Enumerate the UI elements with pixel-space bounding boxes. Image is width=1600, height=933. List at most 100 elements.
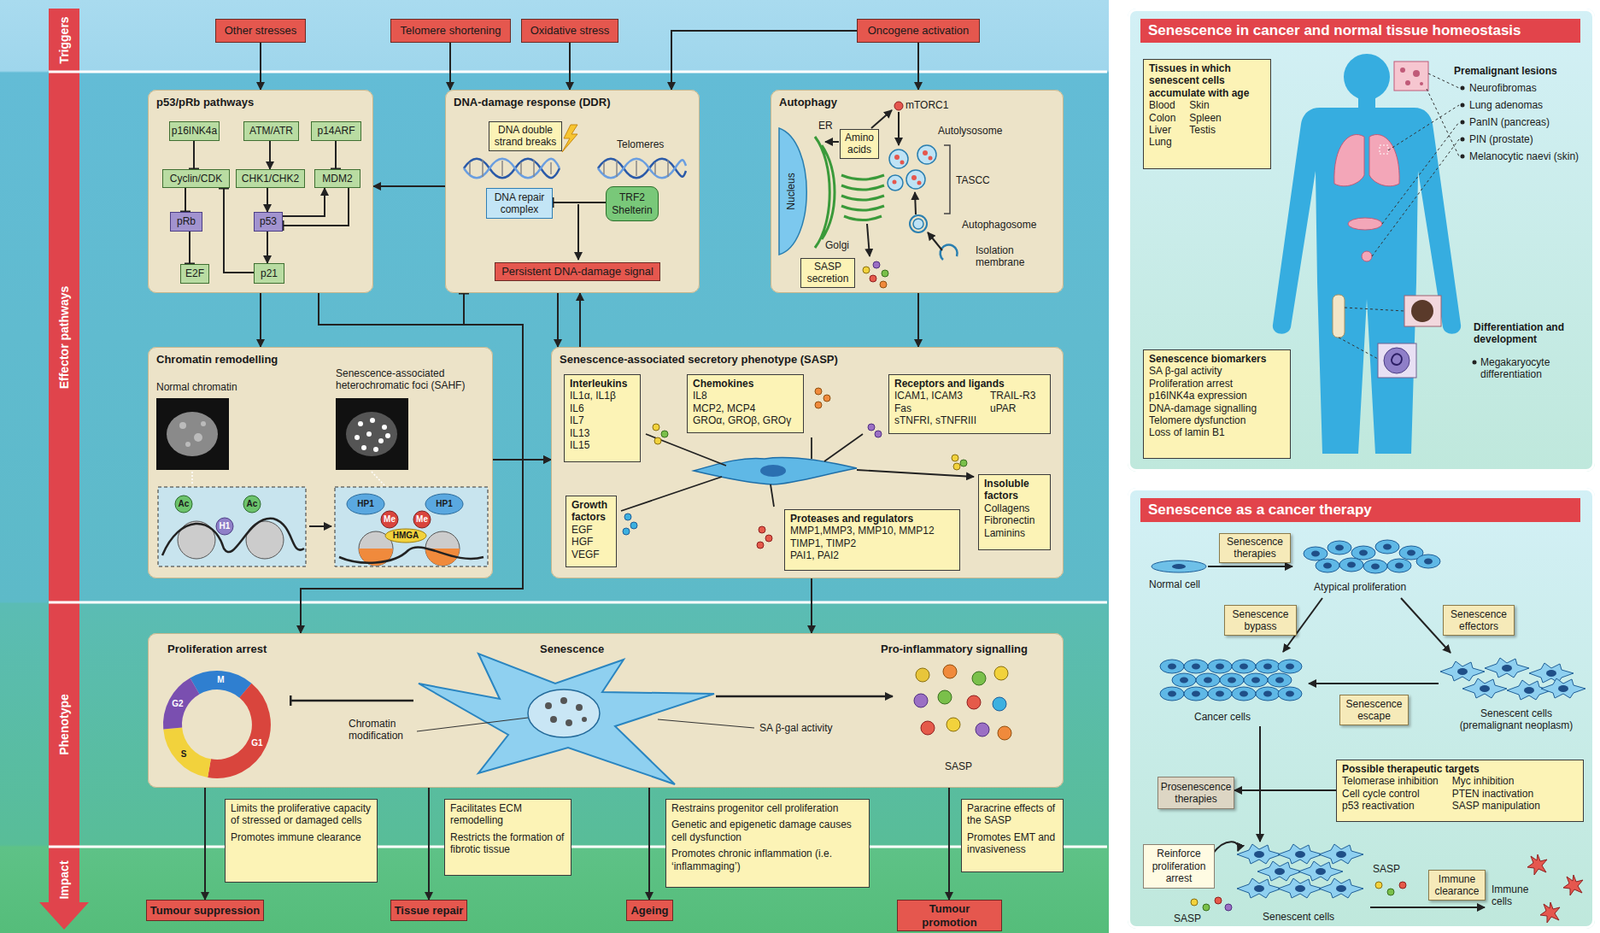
protein-box: E2F	[180, 263, 210, 284]
therapy-illustration	[1259, 726, 1261, 842]
arrow-connector	[579, 293, 581, 347]
inhibition-connector	[318, 293, 464, 325]
autophagy-illustration	[867, 223, 870, 257]
step-box: Reinforce proliferation arrest	[1142, 843, 1215, 889]
therapy-illustration	[1339, 557, 1364, 572]
chromatin-illustration	[425, 493, 464, 515]
text-label: PIN (prostate)	[1469, 133, 1534, 146]
side-bar	[39, 8, 89, 930]
box-text: IL8	[692, 389, 708, 402]
autophagy-illustration	[894, 101, 903, 111]
box-text: Blood	[1148, 99, 1176, 112]
box-text: Laminins	[984, 527, 1026, 540]
pathway-panel: Senescence-associated secretory phenotyp…	[550, 346, 1064, 579]
phenotype-illustration	[992, 697, 1007, 711]
box-text: p53	[259, 215, 277, 228]
therapy-illustration	[1387, 558, 1412, 573]
text-label: SASP	[944, 760, 973, 773]
box-text: Restricts the formation of fibrotic tiss…	[450, 831, 566, 856]
trigger-box: Telomere shortening	[390, 18, 511, 43]
factor-list: Insoluble factorsCollagensFibronectinLam…	[978, 474, 1051, 551]
text-label: Isolation membrane	[975, 244, 1043, 270]
therapy-illustration	[1529, 662, 1574, 683]
sasp-cell	[951, 454, 959, 462]
chromatin-illustration	[381, 424, 387, 430]
sasp-cell	[874, 430, 882, 438]
autophagy-illustration	[892, 180, 897, 185]
phenotype-illustration	[915, 668, 930, 682]
autophagy-illustration	[940, 245, 958, 260]
info-box: Tissues in which senescent cells accumul…	[1142, 58, 1272, 170]
column-row: ICAM1, ICAM3FassTNFRI, sTNFRIIITRAIL-R3u…	[894, 389, 1036, 427]
text-label: G1	[251, 738, 263, 749]
therapy-illustration	[1541, 678, 1586, 698]
box-heading: Proteases and regulators	[790, 512, 914, 525]
column: BloodColonLiverLung	[1148, 99, 1176, 149]
outcome-box: Tumour suppression	[146, 899, 264, 921]
impact-note: Paracrine effects of the SASPPromotes EM…	[961, 798, 1064, 873]
protein-box: p16INK4a	[169, 121, 220, 141]
chromatin-illustration	[413, 510, 431, 528]
body-illustration	[1358, 95, 1376, 110]
column: Telomerase inhibitionCell cycle controlp…	[1342, 774, 1439, 812]
therapy-illustration	[1308, 682, 1439, 685]
chromatin-illustration	[335, 398, 409, 470]
inhibition-connector	[334, 140, 337, 170]
box-text: Oxidative stress	[530, 23, 610, 38]
dna-illustration	[463, 158, 560, 179]
box-text: Promotes EMT and invasiveness	[967, 831, 1058, 856]
therapy-illustration	[1484, 657, 1530, 678]
body-illustration	[1460, 86, 1466, 91]
box-text: Reinforce proliferation arrest	[1146, 847, 1212, 885]
arrow-connector	[449, 42, 452, 90]
pathway-panel: DNA-damage response (DDR)DNA double stra…	[445, 89, 700, 294]
panel-ground	[445, 89, 700, 294]
process-box: DNA double strand breaks	[488, 121, 563, 152]
autophagy-illustration	[814, 136, 835, 248]
chromatin-illustration	[185, 441, 191, 447]
body-illustration	[1394, 61, 1429, 91]
factor-list: Proteases and regulatorsMMP1,MMP3, MMP10…	[784, 509, 961, 571]
box-text: Skin	[1189, 99, 1221, 112]
text-label: Ac	[178, 498, 190, 510]
chromatin-illustration	[346, 493, 385, 515]
sasp-cell	[823, 394, 831, 402]
therapy-illustration	[1277, 686, 1302, 701]
autophagy-illustration	[869, 275, 877, 282]
box-text: Proliferation arrest	[1148, 377, 1233, 390]
autophagy-illustration	[900, 160, 905, 165]
body-illustration	[1472, 360, 1477, 365]
autophagy-illustration	[914, 192, 916, 215]
autophagy-illustration	[779, 128, 807, 255]
box-text: Restrains progenitor cell proliferation	[671, 802, 839, 815]
autophagy-illustration	[779, 101, 958, 288]
phenotype-illustration	[920, 720, 935, 735]
box-text: Loss of lamin B1	[1148, 426, 1225, 439]
therapy-illustration	[1303, 546, 1328, 561]
arrow-connector	[948, 787, 950, 900]
therapy-illustration	[1231, 686, 1256, 701]
arrow-connector	[648, 787, 651, 900]
arrow-connector	[373, 185, 446, 188]
arrow-connector	[282, 187, 325, 217]
therapy-illustration	[1277, 878, 1323, 898]
box-text: Facilitates ECM remodelling	[450, 802, 566, 827]
sasp-cell	[814, 401, 822, 409]
box-text: Spleen	[1189, 111, 1221, 124]
chromatin-illustration	[361, 445, 367, 451]
box-text: Limits the proliferative capacity of str…	[230, 802, 372, 827]
text-label: Senescent cells	[1262, 910, 1335, 923]
body-illustration	[1272, 107, 1461, 454]
box-text: Genetic and epigenetic damage causes cel…	[671, 818, 864, 844]
band-ground	[0, 0, 1109, 933]
dna-illustration	[603, 159, 669, 177]
dna-illustration	[469, 159, 551, 177]
chromatin-illustration	[366, 431, 372, 437]
box-text: PTEN inactivation	[1452, 787, 1541, 800]
box-heading: Receptors and ligands	[894, 377, 1005, 390]
sasp-cell	[661, 430, 669, 438]
sasp-cell	[652, 423, 660, 431]
autophagy-illustration	[906, 169, 926, 189]
inhibition-connector	[188, 231, 191, 264]
box-text: Ageing	[630, 903, 669, 918]
